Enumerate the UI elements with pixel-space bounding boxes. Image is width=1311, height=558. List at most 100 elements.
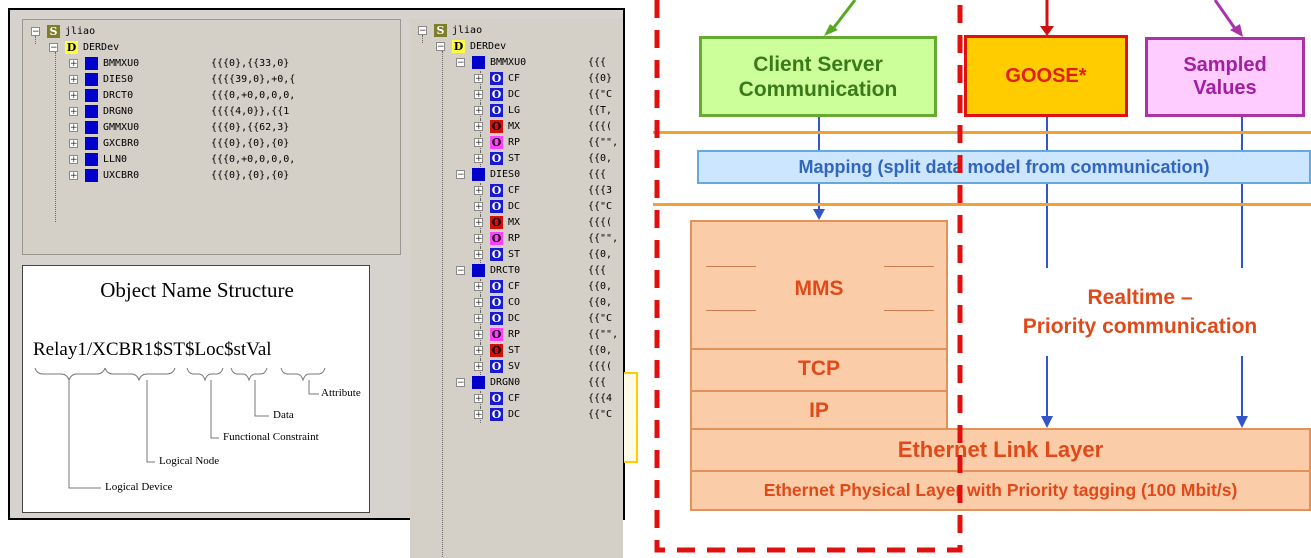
expand-toggle-icon[interactable]: +: [69, 107, 78, 117]
functional-constraint-icon: O: [490, 312, 503, 325]
expand-toggle-icon[interactable]: +: [474, 234, 483, 244]
label-data: Data: [273, 409, 294, 421]
expand-toggle-icon[interactable]: +: [474, 282, 483, 292]
collapse-toggle-icon[interactable]: −: [456, 378, 465, 388]
mms-divider-line: [706, 310, 756, 311]
functional-constraint-icon: O: [490, 136, 503, 149]
expand-toggle-icon[interactable]: +: [474, 410, 483, 420]
tree-fc-label: DC: [508, 313, 521, 324]
label-attribute: Attribute: [321, 387, 361, 399]
tree-root-row[interactable]: − S jliao: [410, 23, 620, 39]
expand-toggle-icon[interactable]: +: [474, 202, 483, 212]
expand-toggle-icon[interactable]: +: [474, 346, 483, 356]
tree-fc-label: MX: [508, 217, 521, 228]
expand-toggle-icon[interactable]: +: [474, 298, 483, 308]
expand-toggle-icon[interactable]: +: [474, 362, 483, 372]
expand-toggle-icon[interactable]: +: [69, 139, 78, 149]
expand-toggle-icon[interactable]: +: [69, 75, 78, 85]
tree-root-row[interactable]: − S jliao: [23, 24, 393, 40]
expand-toggle-icon[interactable]: +: [474, 394, 483, 404]
orange-separator-line-top: [653, 131, 1311, 134]
tree-node-label: BMMXU0: [490, 57, 527, 68]
tcp-label: TCP: [798, 357, 840, 380]
collapse-toggle-icon[interactable]: −: [456, 266, 465, 276]
expand-toggle-icon[interactable]: +: [474, 330, 483, 340]
collapse-toggle-icon[interactable]: −: [31, 27, 40, 37]
tree-fc-label: CF: [508, 393, 521, 404]
collapse-toggle-icon[interactable]: −: [418, 26, 427, 36]
expand-toggle-icon[interactable]: +: [474, 186, 483, 196]
tree-fc-value: {{"",: [588, 137, 619, 148]
expand-toggle-icon[interactable]: +: [474, 218, 483, 228]
logical-device-icon: D: [65, 41, 78, 54]
expand-toggle-icon[interactable]: +: [69, 171, 78, 181]
tree-fc-label: CF: [508, 185, 521, 196]
tree-node-value: {{{0},{0},{0}: [211, 170, 290, 181]
expand-toggle-icon[interactable]: +: [474, 122, 483, 132]
collapse-toggle-icon[interactable]: −: [49, 43, 58, 53]
expand-toggle-icon[interactable]: +: [474, 250, 483, 260]
functional-constraint-icon: O: [490, 200, 503, 213]
ethernet-link-layer-box: Ethernet Link Layer: [690, 428, 1311, 472]
logical-node-icon: L: [85, 57, 98, 70]
expand-toggle-icon[interactable]: +: [69, 59, 78, 69]
expand-toggle-icon[interactable]: +: [69, 123, 78, 133]
expand-toggle-icon[interactable]: +: [474, 154, 483, 164]
tree-node-value: {{{0,+0,0,0,0,: [211, 154, 296, 165]
mms-divider-line: [884, 310, 934, 311]
logical-node-icon: L: [472, 264, 485, 277]
expand-toggle-icon[interactable]: +: [474, 138, 483, 148]
tree-root-label: jliao: [65, 26, 96, 37]
collapse-toggle-icon[interactable]: −: [436, 42, 445, 52]
object-name-brackets: [34, 367, 326, 489]
expand-toggle-icon[interactable]: +: [474, 106, 483, 116]
tree-fc-value: {{{(: [588, 217, 613, 228]
sampled-values-line2: Values: [1193, 77, 1257, 99]
expand-toggle-icon[interactable]: +: [69, 155, 78, 165]
collapse-toggle-icon[interactable]: −: [456, 170, 465, 180]
collapse-toggle-icon[interactable]: −: [456, 58, 465, 68]
functional-constraint-icon: O: [490, 152, 503, 165]
expand-toggle-icon[interactable]: +: [474, 74, 483, 84]
expand-toggle-icon[interactable]: +: [474, 90, 483, 100]
tree-device-row[interactable]: − D DERDev: [23, 40, 393, 56]
expand-toggle-icon[interactable]: +: [474, 314, 483, 324]
tree-device-row[interactable]: − D DERDev: [410, 39, 620, 55]
tree-fc-value: {{0}: [588, 73, 613, 84]
tree-node-value: {{{: [588, 169, 607, 180]
expand-toggle-icon[interactable]: +: [69, 91, 78, 101]
